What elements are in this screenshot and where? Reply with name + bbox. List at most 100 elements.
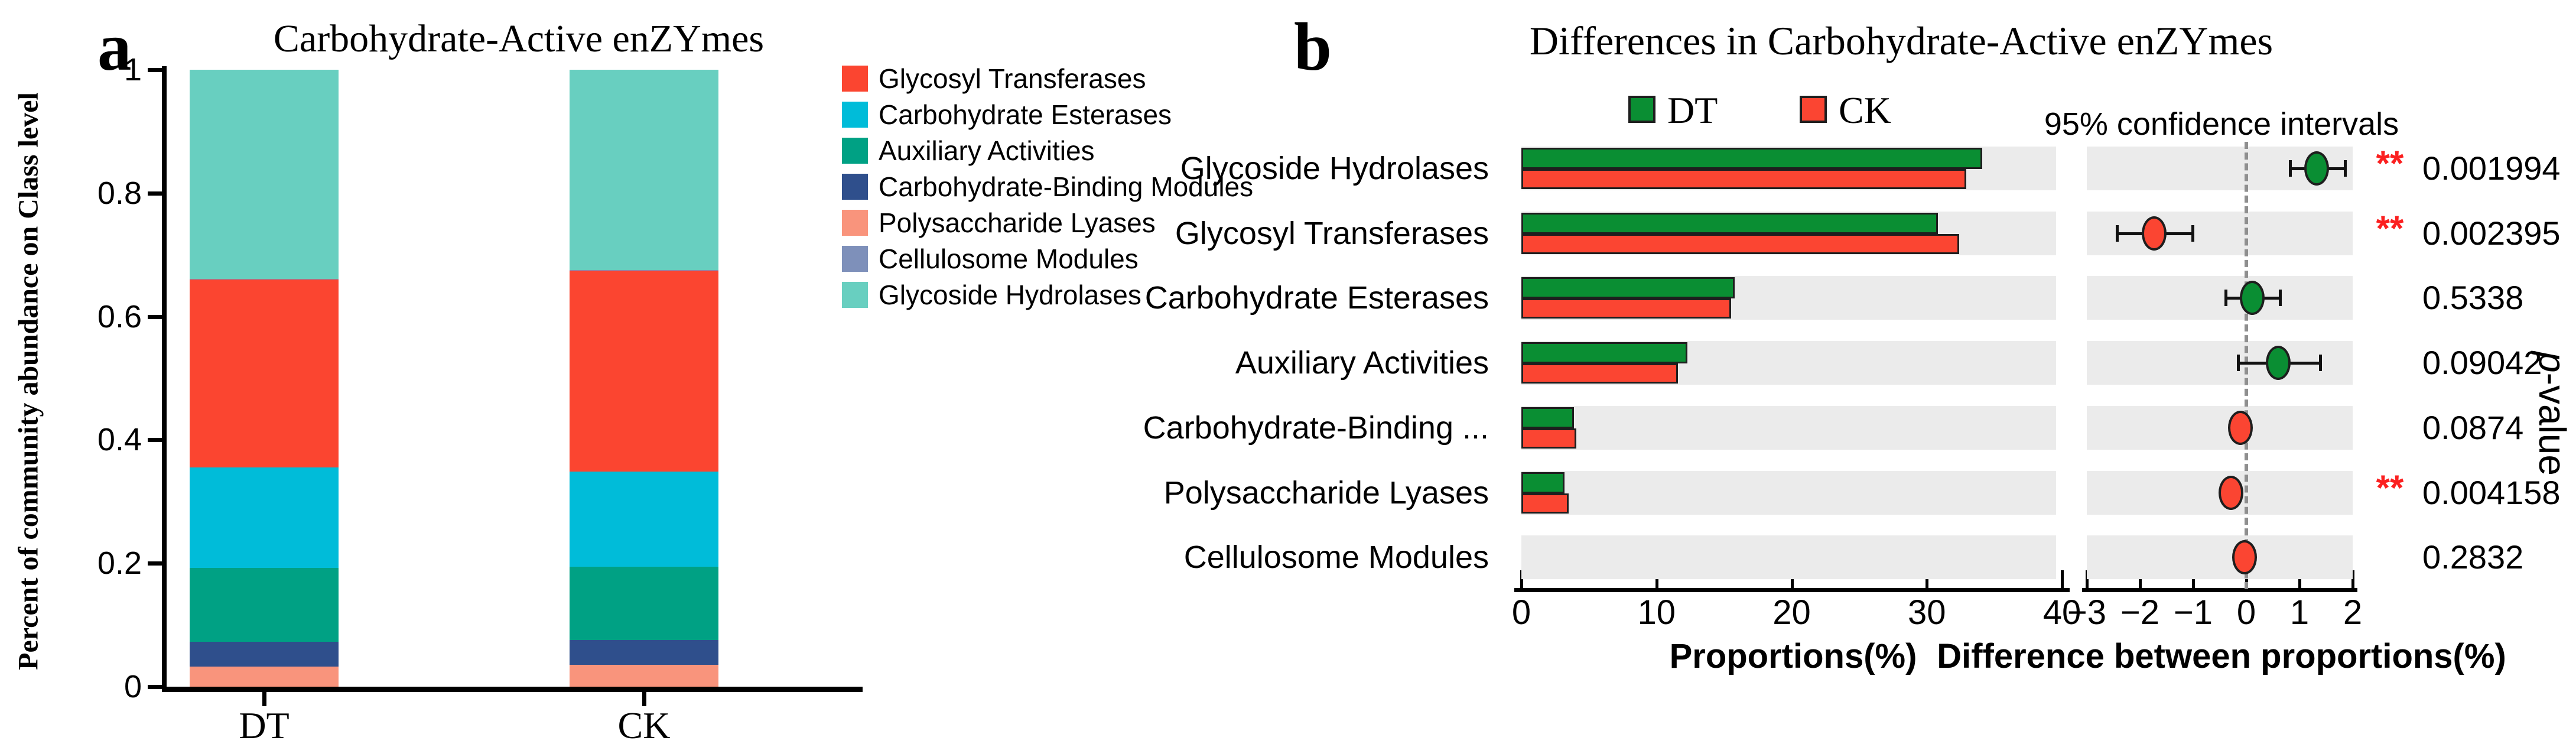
proportions-row-band — [1521, 406, 2056, 450]
y-tick-mark — [148, 438, 162, 443]
stacked-bar-segment — [190, 567, 339, 642]
p-value-text: 0.2832 — [2422, 538, 2524, 576]
zero-difference-dashed-line — [2245, 142, 2248, 589]
difference-tick-mark — [2351, 570, 2354, 588]
legend-dt-swatch — [1628, 96, 1655, 123]
proportions-tick-mark — [1926, 570, 1929, 588]
panel-b-title: Differences in Carbohydrate-Active enZYm… — [1529, 18, 2273, 63]
y-tick-label: 0.2 — [97, 545, 142, 581]
significance-stars: ** — [2376, 468, 2404, 508]
difference-dot — [2266, 346, 2291, 380]
difference-tick-mark — [2086, 570, 2089, 588]
ck-proportion-bar — [1521, 363, 1679, 384]
y-tick-label: 1 — [123, 52, 142, 87]
difference-dot — [2142, 216, 2167, 251]
y-tick-mark — [148, 68, 162, 72]
stacked-bar-segment — [570, 471, 718, 567]
difference-dot — [2232, 540, 2258, 574]
dt-proportion-bar — [1521, 277, 1735, 298]
y-tick-label: 0.8 — [97, 175, 142, 211]
ci-row-band — [2087, 276, 2353, 320]
ci-header: 95% confidence intervals — [2044, 106, 2399, 142]
ck-proportion-bar — [1521, 298, 1731, 319]
legend-swatch — [842, 210, 868, 236]
ck-proportion-bar — [1521, 428, 1576, 449]
proportions-tick-label: 30 — [1907, 593, 1946, 632]
x-tick-mark — [642, 692, 646, 706]
significance-stars: ** — [2376, 209, 2404, 248]
proportions-tick-label: 10 — [1637, 593, 1676, 632]
panel-a-title: Carbohydrate-Active enZYmes — [273, 17, 765, 60]
dt-proportion-bar — [1521, 342, 1688, 363]
proportions-tick-label: 40 — [2042, 593, 2081, 632]
stacked-bar-segment — [570, 639, 718, 665]
difference-dot — [2228, 411, 2253, 445]
panel-a-x-axis-spine — [162, 687, 863, 692]
ci-whisker-cap — [2236, 355, 2240, 371]
legend-label: Carbohydrate-Binding Modules — [879, 171, 1254, 202]
row-category-label: Cellulosome Modules — [1183, 540, 1489, 575]
stacked-bar-segment — [570, 271, 718, 472]
difference-tick-mark — [2298, 570, 2301, 588]
difference-tick-mark — [2192, 570, 2195, 588]
legend-swatch — [842, 138, 868, 164]
stacked-bar-segment — [570, 70, 718, 271]
stacked-bar-segment — [190, 467, 339, 568]
ci-whisker-cap — [2224, 290, 2227, 306]
proportions-tick-mark — [1520, 570, 1523, 588]
p-value-text: 0.004158 — [2422, 474, 2561, 511]
legend-label: Cellulosome Modules — [879, 243, 1139, 274]
p-value-text: 0.5338 — [2422, 279, 2524, 316]
proportions-row-band — [1521, 535, 2056, 579]
legend-swatch — [842, 66, 868, 92]
ci-whisker-cap — [2288, 160, 2292, 177]
x-tick-mark — [262, 692, 266, 706]
stacked-bar-segment — [570, 665, 718, 687]
p-value-text: 0.001994 — [2422, 150, 2561, 187]
y-tick-mark — [148, 561, 162, 566]
difference-axis-spine — [2082, 588, 2357, 592]
proportions-axis-title: Proportions(%) — [1669, 637, 1917, 675]
row-category-label: Carbohydrate-Binding ... — [1143, 410, 1489, 446]
ci-whisker-cap — [2116, 225, 2119, 242]
dt-proportion-bar — [1521, 472, 1565, 493]
p-value-text: 0.09042 — [2422, 344, 2542, 381]
significance-stars: ** — [2376, 144, 2404, 183]
y-tick-label: 0 — [123, 669, 142, 704]
p-value-text: 0.0874 — [2422, 409, 2524, 446]
legend-label: Carbohydrate Esterases — [879, 99, 1172, 130]
proportions-tick-mark — [1655, 570, 1658, 588]
stacked-bar-segment — [190, 70, 339, 279]
difference-dot — [2218, 476, 2243, 510]
legend-swatch — [842, 102, 868, 128]
difference-tick-mark — [2139, 570, 2142, 588]
panel-a-y-axis-label: Percent of community abundance on Class … — [12, 92, 44, 670]
proportions-tick-mark — [2061, 570, 2064, 588]
ci-row-band — [2087, 406, 2353, 450]
proportions-tick-mark — [1790, 570, 1794, 588]
p-value-text: 0.002395 — [2422, 215, 2561, 252]
difference-tick-label: −3 — [2067, 593, 2107, 632]
proportions-row-band — [1521, 471, 2056, 515]
legend-label: Glycoside Hydrolases — [879, 280, 1141, 310]
ck-proportion-bar — [1521, 169, 1966, 189]
difference-axis-title: Difference between proportions(%) — [1937, 637, 2506, 675]
difference-tick-label: 2 — [2343, 593, 2363, 632]
stacked-bar-segment — [190, 278, 339, 280]
x-category-label: CK — [617, 704, 671, 744]
ci-whisker-cap — [2191, 225, 2195, 242]
legend-swatch — [842, 246, 868, 272]
stacked-bar-segment — [570, 567, 718, 640]
legend-label: Glycosyl Transferases — [879, 63, 1146, 94]
stacked-bar-segment — [190, 666, 339, 687]
ck-proportion-bar — [1521, 234, 1960, 254]
legend-swatch — [842, 174, 868, 200]
y-tick-label: 0.4 — [97, 422, 142, 458]
row-category-label: Polysaccharide Lyases — [1163, 475, 1489, 511]
proportions-tick-label: 0 — [1511, 593, 1531, 632]
legend-ck-swatch — [1800, 96, 1827, 123]
y-tick-mark — [148, 685, 162, 689]
difference-tick-label: −1 — [2173, 593, 2213, 632]
ci-whisker-cap — [2343, 160, 2347, 177]
